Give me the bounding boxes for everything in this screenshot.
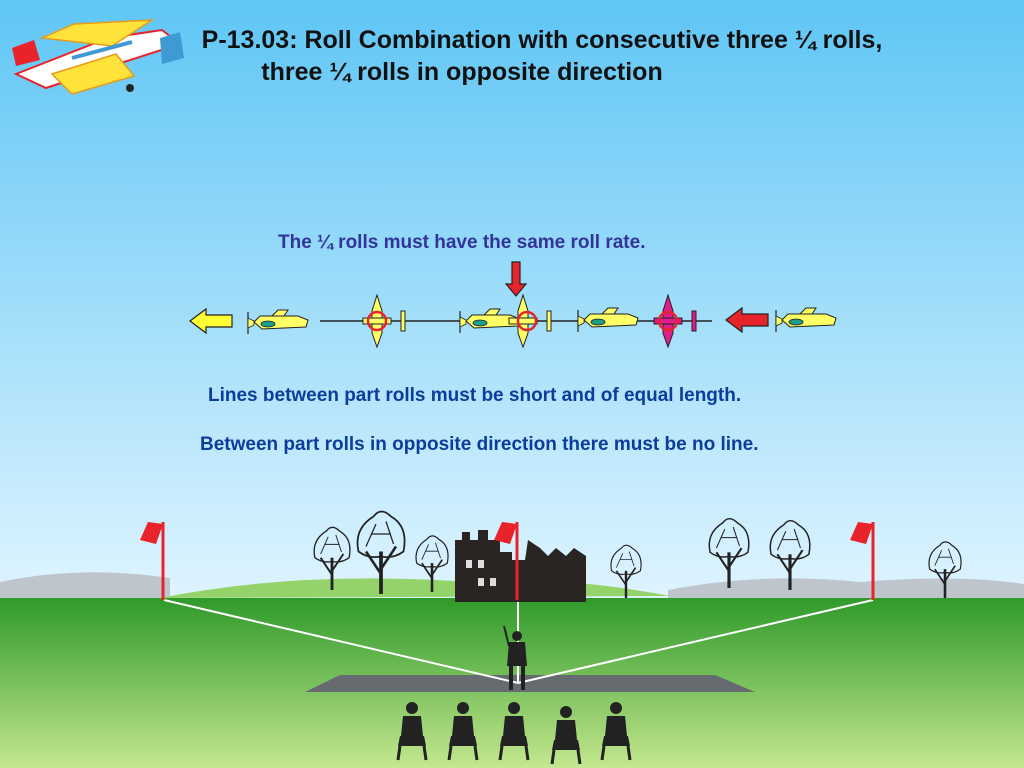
pilot-icon xyxy=(503,625,527,690)
circle-icon xyxy=(657,310,679,332)
note-no-line: Between part rolls in opposite direction… xyxy=(200,434,759,455)
sky xyxy=(0,0,1024,600)
note-roll-rate: The ¼ rolls must have the same roll rate… xyxy=(278,232,646,253)
hill-right xyxy=(668,578,1024,600)
sight-line-right xyxy=(517,599,874,684)
note-line-length: Lines between part rolls must be short a… xyxy=(208,385,742,406)
flag-right xyxy=(850,522,875,600)
title-line-2: three ¼ rolls in opposite direction xyxy=(261,58,663,86)
flag-left xyxy=(140,522,165,600)
arrow-left-icon xyxy=(725,306,769,334)
circle-icon xyxy=(516,310,538,332)
castle-ruin-icon xyxy=(455,530,586,602)
runway xyxy=(305,675,755,692)
arrow-left-icon xyxy=(189,307,233,335)
plane-knife-edge-magenta xyxy=(653,293,697,349)
sight-line-left xyxy=(163,599,519,684)
circle-icon xyxy=(366,310,388,332)
arrow-down-icon xyxy=(504,261,528,297)
hill-left xyxy=(0,572,170,598)
title-line-1: P-13.03: Roll Combination with consecuti… xyxy=(201,26,883,54)
aerobatic-plane-icon xyxy=(12,19,184,95)
flag-center xyxy=(494,522,519,600)
